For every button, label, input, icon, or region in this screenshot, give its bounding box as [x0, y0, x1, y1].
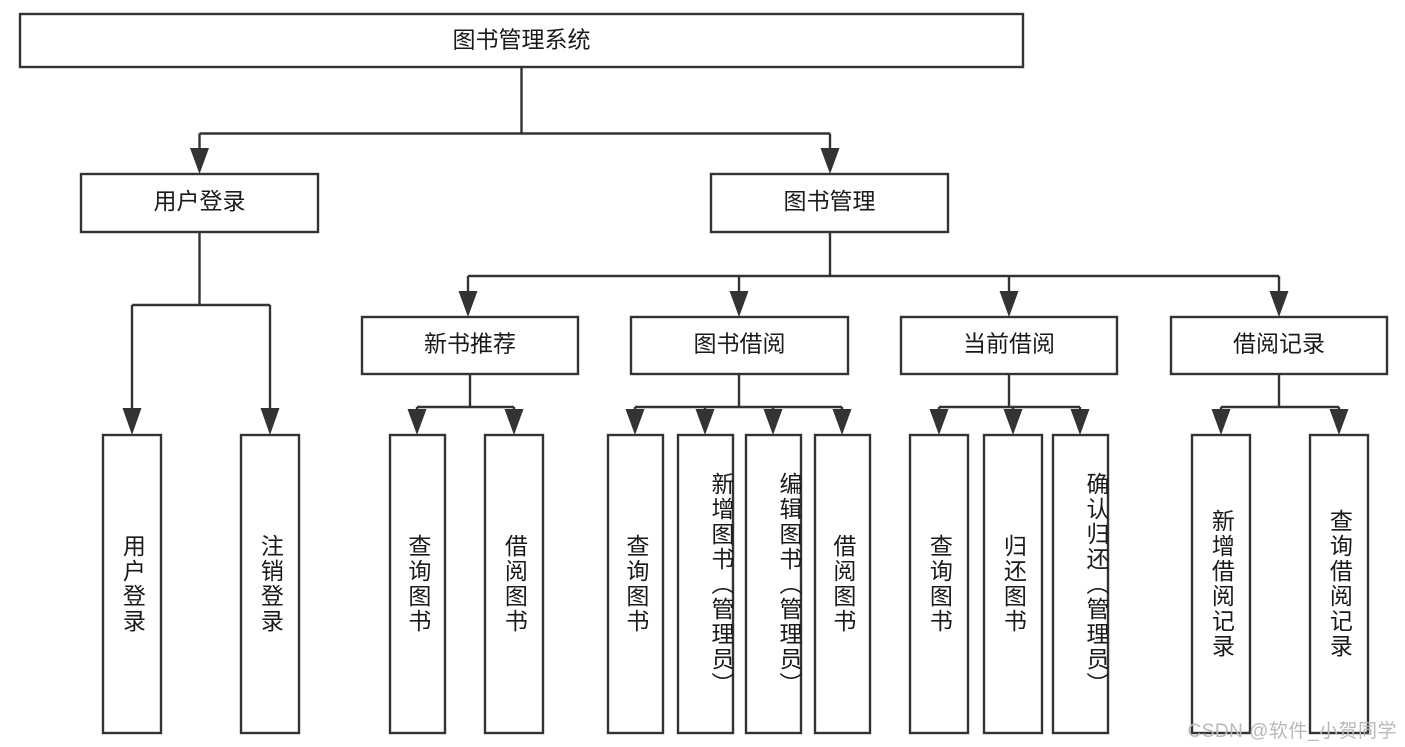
- leaf-box-logout[interactable]: [239, 433, 301, 735]
- arrowhead-br-leaf-1: [1211, 409, 1231, 435]
- leaf-box-add-borrow-record[interactable]: [1190, 433, 1252, 735]
- watermark-text: CSDN @软件_小贺同学: [1187, 721, 1397, 742]
- node-root-label: 图书管理系统: [453, 27, 591, 53]
- leaf-box-add-book-admin[interactable]: [676, 433, 735, 735]
- connector-layer: [122, 67, 1349, 435]
- node-layer: 图书管理系统 用户登录 图书管理 新书推荐 图书借阅 当前借阅 借阅记录: [18, 12, 1389, 735]
- arrowhead-bb-leaf-2: [695, 409, 715, 435]
- arrowhead-bb-leaf-3: [763, 409, 783, 435]
- arrowhead-cb-leaf-1: [929, 409, 949, 435]
- leaf-box-query-book-current[interactable]: [908, 433, 970, 735]
- leaf-box-borrow-book-newrec[interactable]: [483, 433, 545, 735]
- arrowhead-user-login: [190, 148, 209, 174]
- leaf-box-edit-book-admin[interactable]: [744, 433, 803, 735]
- node-book-management[interactable]: [709, 172, 950, 234]
- arrowhead-book-manage: [820, 148, 840, 174]
- node-book-borrow[interactable]: [629, 315, 850, 376]
- node-new-book-recommendation[interactable]: [360, 315, 580, 376]
- arrowhead-new-book-rec: [458, 291, 478, 317]
- node-current-borrow-label: 当前借阅: [963, 331, 1055, 357]
- leaf-box-query-book-newrec[interactable]: [388, 433, 447, 735]
- arrowhead-borrow-record: [1269, 291, 1289, 317]
- arrowhead-book-borrow: [729, 291, 749, 317]
- arrowhead-current-borrow: [999, 291, 1019, 317]
- node-user-login[interactable]: [79, 172, 320, 234]
- leaf-box-user-login[interactable]: [101, 433, 163, 735]
- arrowhead-newbook-leaf-1: [407, 409, 427, 435]
- node-root-book-management-system[interactable]: [18, 12, 1025, 69]
- leaf-box-query-borrow-record[interactable]: [1308, 433, 1370, 735]
- arrowhead-newbook-leaf-2: [504, 409, 524, 435]
- arrowhead-br-leaf-2: [1329, 409, 1349, 435]
- arrowhead-bb-leaf-4: [832, 409, 852, 435]
- leaf-box-query-book-borrow[interactable]: [606, 433, 665, 735]
- leaf-box-borrow-book[interactable]: [813, 433, 872, 735]
- arrowhead-leaf-user-login: [122, 408, 142, 435]
- node-book-borrow-label: 图书借阅: [694, 331, 786, 357]
- node-new-book-recommendation-label: 新书推荐: [424, 331, 516, 357]
- node-borrow-record[interactable]: [1169, 315, 1389, 376]
- node-user-login-label: 用户登录: [154, 188, 246, 214]
- arrowhead-cb-leaf-2: [1003, 409, 1023, 435]
- leaf-box-return-book[interactable]: [982, 433, 1044, 735]
- arrowhead-bb-leaf-1: [625, 409, 645, 435]
- node-current-borrow[interactable]: [899, 315, 1119, 376]
- node-borrow-record-label: 借阅记录: [1233, 331, 1325, 357]
- arrowhead-cb-leaf-3: [1070, 409, 1090, 435]
- leaf-box-confirm-return-admin[interactable]: [1051, 433, 1110, 735]
- node-book-management-label: 图书管理: [784, 188, 876, 214]
- arrowhead-leaf-logout: [260, 408, 280, 435]
